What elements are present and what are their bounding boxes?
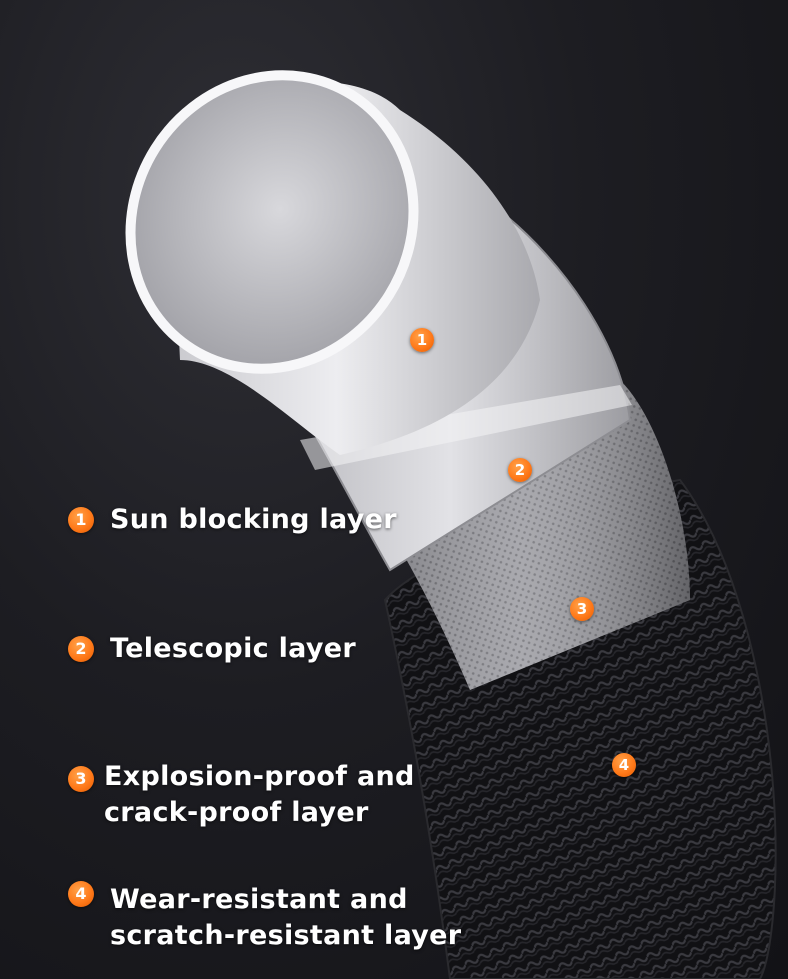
legend-badge-2: 2 xyxy=(68,636,94,662)
legend-label-2: Telescopic layer xyxy=(110,633,356,664)
legend-badge-1: 1 xyxy=(68,507,94,533)
legend-label-1: Sun blocking layer xyxy=(110,504,397,535)
callout-badge-3: 3 xyxy=(570,597,594,621)
legend-label-3: Explosion-proof and crack-proof layer xyxy=(104,761,415,828)
tube-opening xyxy=(125,70,419,374)
callout-badge-2: 2 xyxy=(508,458,532,482)
callout-badge-1: 1 xyxy=(410,328,434,352)
legend-badge-3: 3 xyxy=(68,766,94,792)
legend-label-4: Wear-resistant and scratch-resistant lay… xyxy=(110,884,462,951)
callout-badge-4: 4 xyxy=(612,753,636,777)
legend-badge-4: 4 xyxy=(68,881,94,907)
